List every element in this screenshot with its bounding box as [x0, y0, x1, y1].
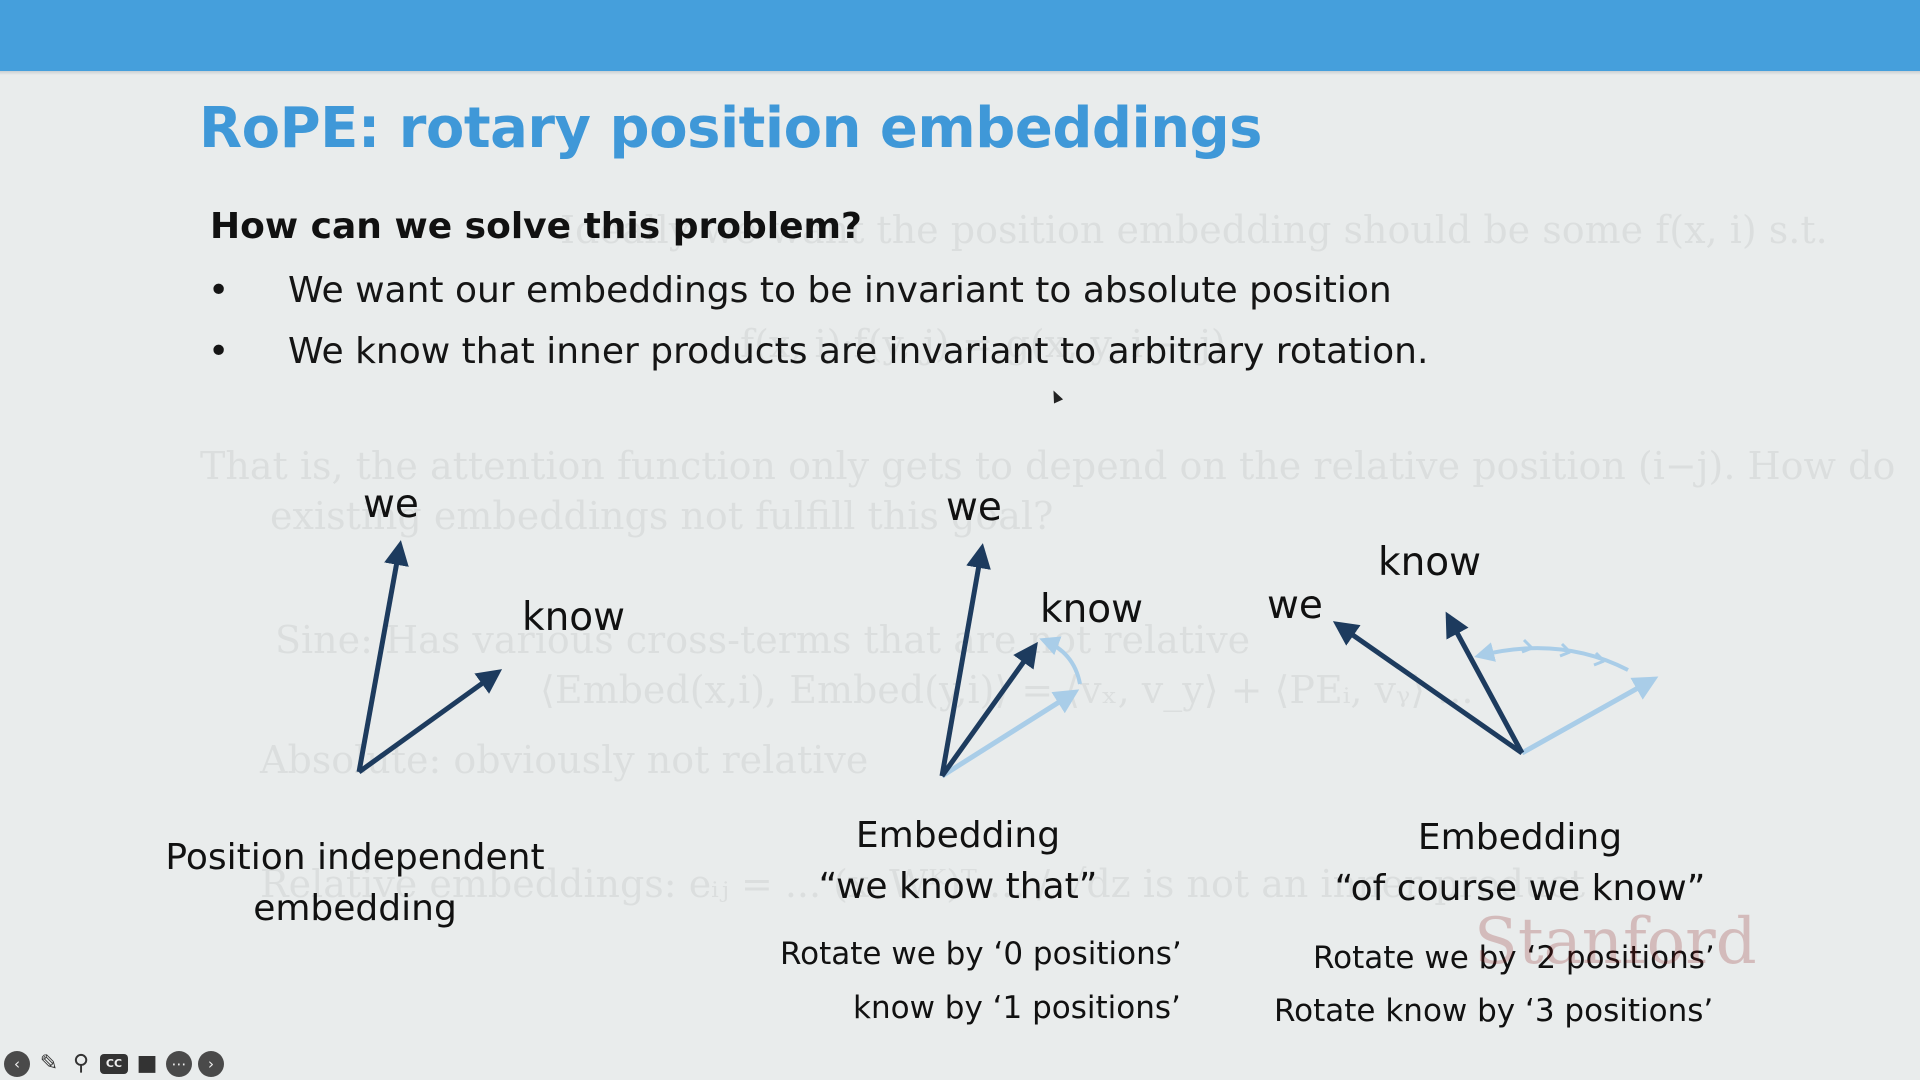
bullet-text: We know that inner products are invarian… — [288, 331, 1429, 372]
ghost-line: Relative embeddings: eᵢⱼ = ... (xᵢ Wᴷ)ᵀ … — [260, 862, 1585, 906]
bullet-marker: • — [208, 270, 230, 311]
diagram-caption: Embedding “we know that” — [758, 810, 1158, 912]
know-original-vector — [940, 689, 1080, 779]
forward-icon[interactable]: › — [198, 1051, 224, 1077]
arc-tick — [1593, 651, 1606, 667]
video-icon[interactable]: ■ — [136, 1051, 158, 1076]
rotation-note: Rotate we by ‘2 positions’ — [1313, 940, 1715, 976]
diagram-caption: Embedding “of course we know” — [1310, 812, 1730, 914]
bullet-text: We want our embeddings to be invariant t… — [288, 270, 1392, 311]
captions-icon[interactable]: CC — [100, 1054, 128, 1074]
ghost-line: existing embeddings not fulfill this goa… — [270, 494, 1054, 538]
we-vector — [356, 540, 409, 773]
ghost-line: Sine: Has various cross-terms that are n… — [275, 618, 1251, 662]
back-icon[interactable]: ‹ — [4, 1051, 30, 1077]
we-label: we — [363, 482, 419, 527]
header-bar — [0, 0, 1920, 71]
player-controls: ‹ ✎ ⚲ CC ■ ⋯ › — [4, 1051, 224, 1077]
rotation-note: know by ‘1 positions’ — [853, 990, 1181, 1026]
diagram-of-course-we-know: we know — [1267, 540, 1659, 756]
rotation-note: Rotate know by ‘3 positions’ — [1274, 993, 1714, 1029]
ghost-line: Ideally we want the position embedding s… — [560, 208, 1828, 252]
we-vector — [939, 543, 991, 777]
ghost-line: ⟨Embed(x,i), Embed(y,i)⟩ = ⟨vₓ, v_y⟩ + ⟨… — [540, 668, 1474, 712]
slide-title: RoPE: rotary position embeddings — [199, 96, 1262, 161]
know-vector — [357, 669, 503, 775]
slide-question: How can we solve this problem? — [210, 206, 862, 247]
know-label: know — [1040, 587, 1143, 632]
header-shadow — [0, 71, 1920, 75]
diagram-caption: Position independent embedding — [160, 832, 550, 934]
diagram-we-know-that: we know — [939, 485, 1143, 779]
original-vector — [1520, 676, 1659, 756]
caption-line: embedding — [253, 888, 457, 929]
know-rotated-vector — [939, 641, 1038, 778]
rotation-arc — [1474, 642, 1629, 672]
rotation-arc — [1039, 636, 1082, 685]
caption-line: “we know that” — [818, 866, 1098, 907]
stanford-watermark: Stanford — [1474, 905, 1757, 979]
more-icon[interactable]: ⋯ — [166, 1051, 192, 1077]
ghost-line: That is, the attention function only get… — [200, 444, 1896, 488]
caption-line: Position independent — [165, 837, 545, 878]
know-label: know — [522, 595, 625, 640]
arc-tick — [1559, 642, 1572, 658]
diagram-position-independent: we know — [356, 482, 625, 775]
rotation-note: Rotate we by ‘0 positions’ — [780, 936, 1182, 972]
caption-line: “of course we know” — [1334, 868, 1706, 909]
we-rotated-vector — [1332, 621, 1524, 756]
we-label: we — [1267, 583, 1323, 628]
bullet-marker: • — [208, 331, 230, 372]
caption-line: Embedding — [1417, 817, 1623, 858]
know-label: know — [1378, 540, 1481, 585]
we-label: we — [946, 485, 1002, 530]
ghost-line: f(x, i)·f(y, j) = g(x, y, i − j) — [740, 322, 1226, 366]
arc-tick — [1521, 638, 1534, 654]
pen-icon[interactable]: ✎ — [39, 1051, 59, 1076]
caption-line: Embedding — [855, 815, 1061, 856]
zoom-icon[interactable]: ⚲ — [72, 1051, 90, 1076]
know-rotated-vector — [1445, 611, 1525, 755]
